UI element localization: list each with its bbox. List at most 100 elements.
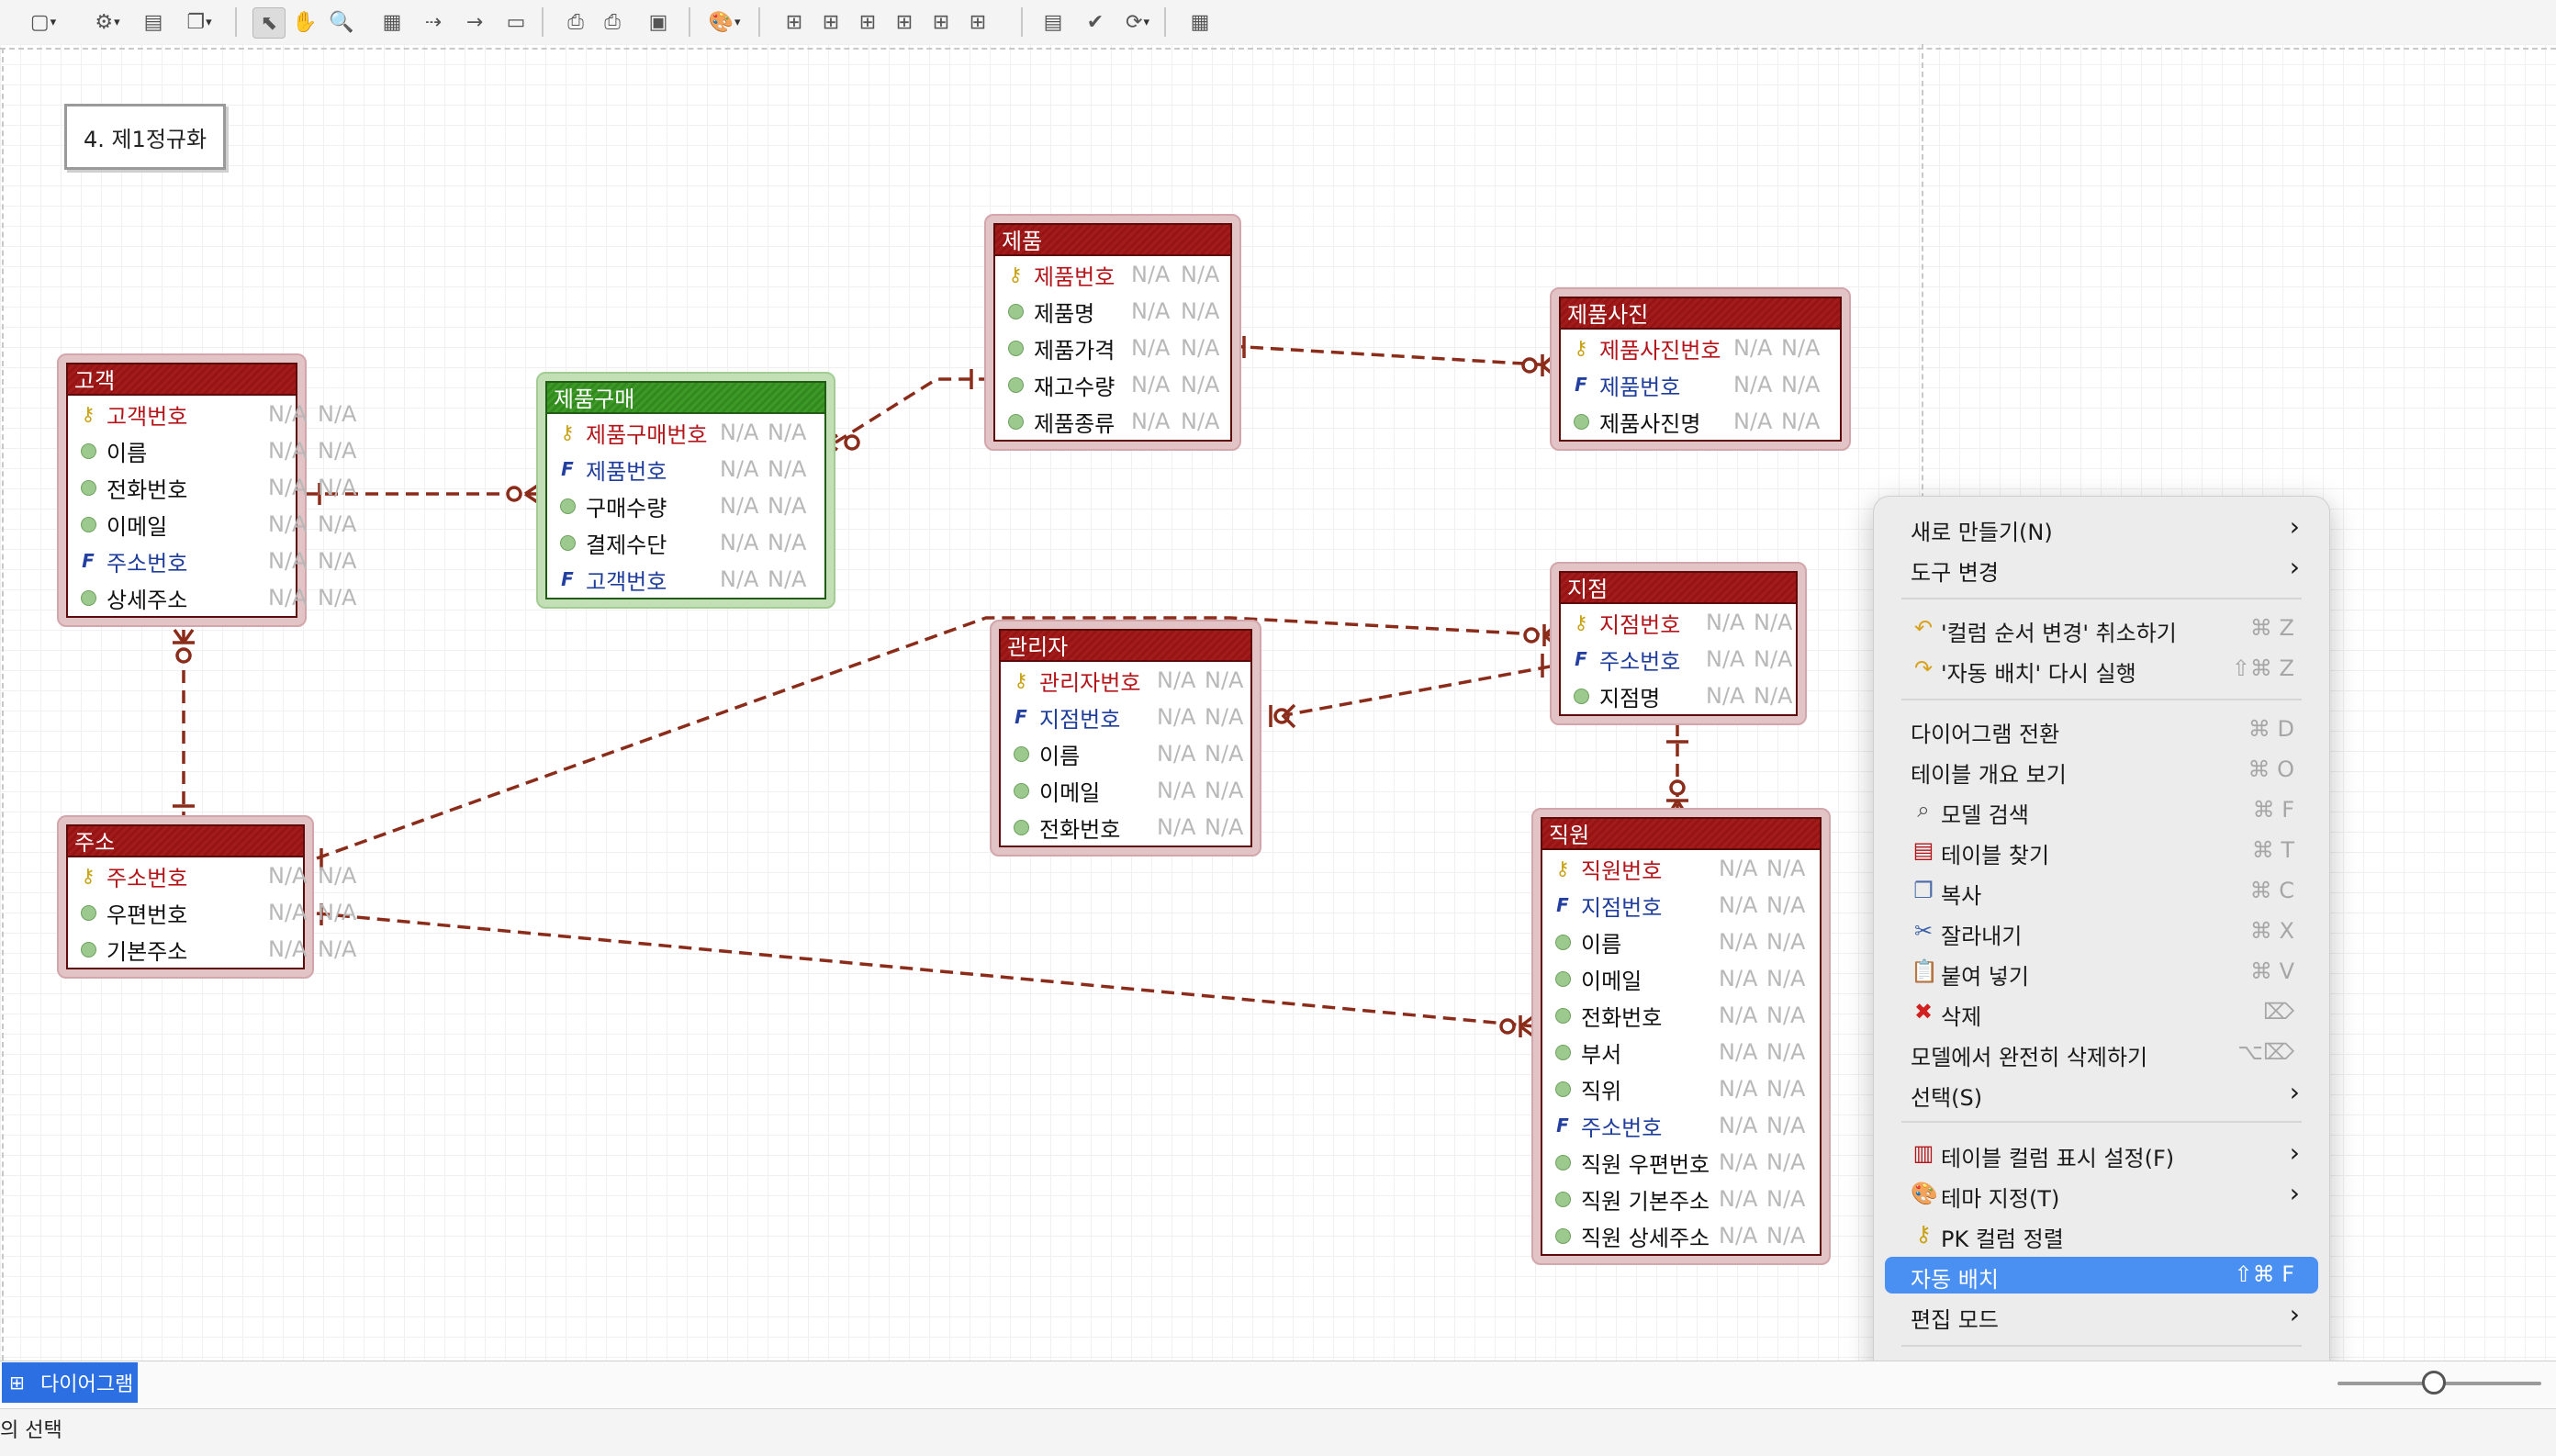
table-icon[interactable]: ▤ bbox=[138, 7, 169, 37]
entity-header[interactable]: 관리자 bbox=[999, 629, 1252, 662]
layout-2-icon[interactable]: ⊞ bbox=[815, 7, 846, 37]
layout-3-icon[interactable]: ⊞ bbox=[852, 7, 883, 37]
menu-item[interactable]: 테이블 개요 보기⌘ O bbox=[1885, 752, 2318, 789]
relation-solid-icon[interactable]: → bbox=[459, 7, 490, 37]
new-page-icon[interactable]: ▢ bbox=[28, 7, 59, 37]
layout-1-icon[interactable]: ⊞ bbox=[779, 7, 810, 37]
menu-item[interactable]: ❐복사⌘ C bbox=[1885, 873, 2318, 910]
menu-item[interactable]: ▥테이블 컬럼 표시 설정(F)› bbox=[1885, 1136, 2318, 1172]
menu-item[interactable]: ⌕모델 검색⌘ F bbox=[1885, 792, 2318, 829]
menu-item[interactable]: ↷'자동 배치' 다시 실행⇧⌘ Z bbox=[1885, 651, 2318, 688]
select-arrow-icon[interactable]: ⬉ bbox=[252, 7, 286, 39]
entity-header[interactable]: 직원 bbox=[1541, 817, 1822, 850]
hand-icon[interactable]: ✋ bbox=[289, 7, 320, 37]
diagram-title-note[interactable]: 4. 제1정규화 bbox=[64, 104, 226, 170]
menu-item[interactable]: ✖삭제⌦ bbox=[1885, 994, 2318, 1031]
menu-item[interactable]: ⚷PK 컬럼 정렬 bbox=[1885, 1216, 2318, 1253]
menu-item[interactable]: 🎨테마 지정(T)› bbox=[1885, 1176, 2318, 1213]
entity-header[interactable]: 제품 bbox=[993, 223, 1232, 256]
zoom-slider-thumb[interactable] bbox=[2422, 1371, 2446, 1394]
relation-dashed-icon[interactable]: ⇢ bbox=[418, 7, 449, 37]
theme-icon[interactable]: 🎨 bbox=[709, 7, 740, 37]
add-table-icon[interactable]: ▦ bbox=[376, 7, 408, 37]
print-preview-icon[interactable]: ⎙ bbox=[560, 7, 591, 37]
entity-header[interactable]: 고객 bbox=[66, 363, 297, 396]
menu-item[interactable]: ↶'컬럼 순서 변경' 취소하기⌘ Z bbox=[1885, 610, 2318, 647]
entity-header[interactable]: 제품구매 bbox=[545, 381, 826, 414]
sync-icon[interactable]: ⟳ bbox=[1122, 7, 1153, 37]
menu-item[interactable]: ▤테이블 찾기⌘ T bbox=[1885, 833, 2318, 869]
menu-item[interactable]: 📋붙여 넣기⌘ V bbox=[1885, 954, 2318, 991]
menu-item[interactable]: 선택(S)› bbox=[1885, 1075, 2318, 1112]
entity-header[interactable]: 제품사진 bbox=[1559, 297, 1842, 330]
menu-item[interactable]: 도구 변경› bbox=[1885, 550, 2318, 587]
model-settings-icon[interactable]: ⚙ bbox=[92, 7, 123, 37]
calendar-icon[interactable]: ▦ bbox=[1184, 7, 1216, 37]
menu-item[interactable]: 모델에서 완전히 삭제하기⌥⌦ bbox=[1885, 1035, 2318, 1071]
document-icon[interactable]: ▤ bbox=[1037, 7, 1069, 37]
image-icon[interactable]: ▣ bbox=[643, 7, 674, 37]
menu-item[interactable]: 자동 배치⇧⌘ F bbox=[1885, 1257, 2318, 1294]
layout-5-icon[interactable]: ⊞ bbox=[925, 7, 957, 37]
note-icon[interactable]: ▭ bbox=[500, 7, 532, 37]
menu-item[interactable]: 편집 모드› bbox=[1885, 1297, 2318, 1334]
entity-header[interactable]: 주소 bbox=[66, 824, 305, 857]
zoom-icon[interactable]: 🔍 bbox=[326, 7, 357, 37]
menu-item[interactable]: ✂잘라내기⌘ X bbox=[1885, 913, 2318, 950]
tab-diagram[interactable]: ⊞ 다이어그램 bbox=[2, 1362, 138, 1403]
menu-item[interactable]: 새로 만들기(N)› bbox=[1885, 510, 2318, 546]
copy-doc-icon[interactable]: ❐ bbox=[184, 7, 215, 37]
entity-header[interactable]: 지점 bbox=[1559, 571, 1798, 604]
print-icon[interactable]: ⎙ bbox=[597, 7, 628, 37]
layout-4-icon[interactable]: ⊞ bbox=[889, 7, 920, 37]
menu-item[interactable]: 다이어그램 전환⌘ D bbox=[1885, 711, 2318, 748]
